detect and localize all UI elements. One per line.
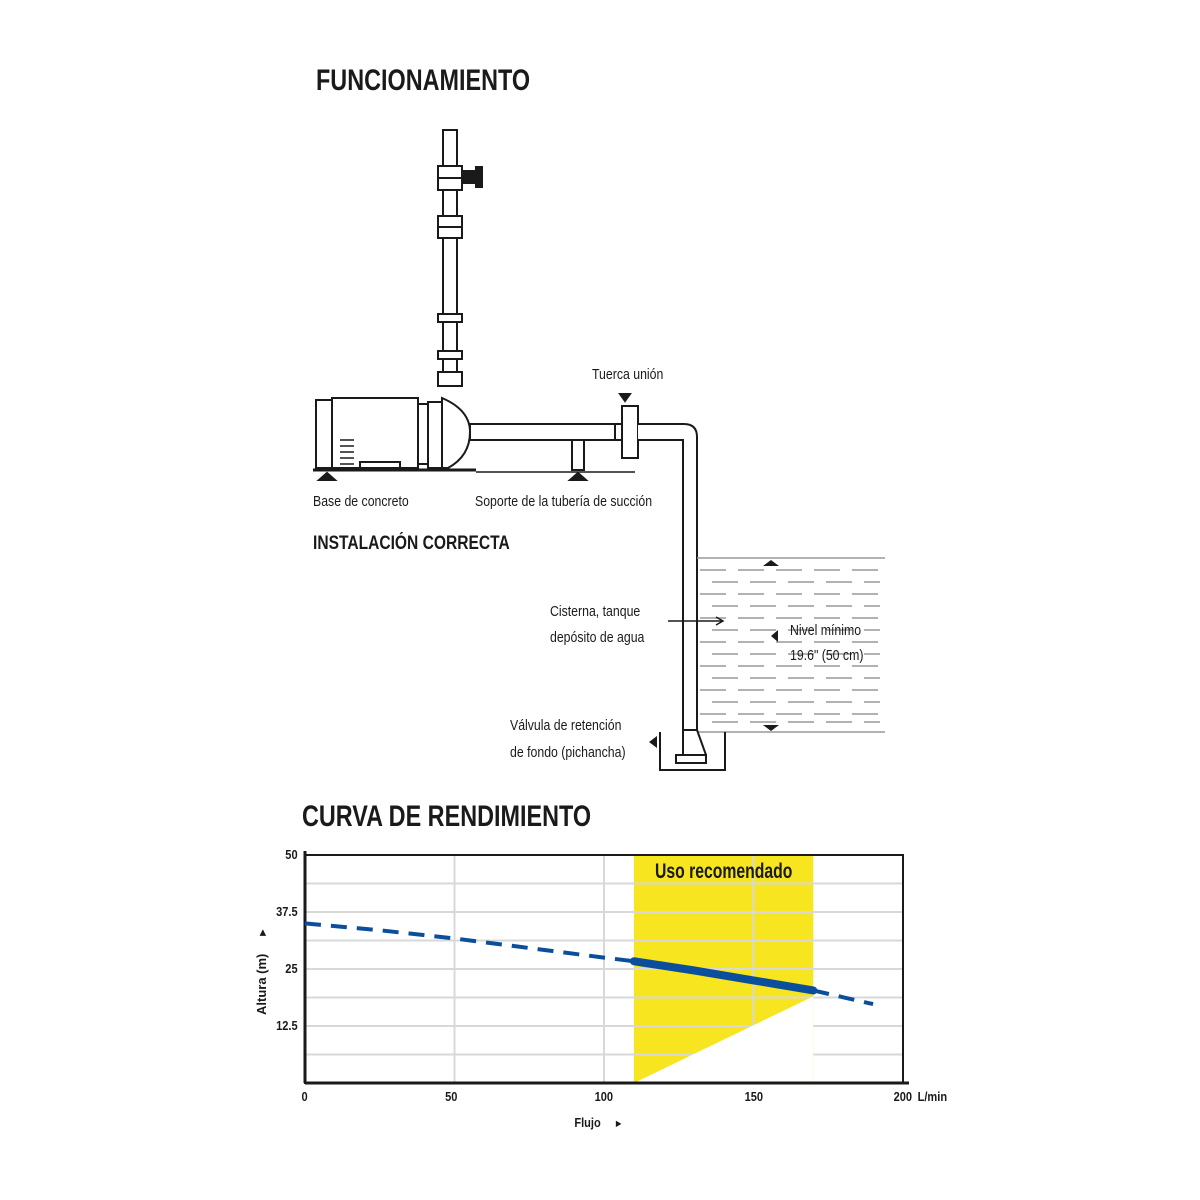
x-axis-label-text: Flujo bbox=[574, 1115, 601, 1130]
series-curve-recommended bbox=[629, 957, 818, 995]
x-unit-label: L/min bbox=[917, 1089, 948, 1104]
y-axis-label-text: Altura (m) bbox=[254, 953, 269, 1015]
label-union-nut: Tuerca unión bbox=[592, 366, 664, 383]
water-tank bbox=[697, 557, 885, 733]
label-foot-valve-2: de fondo (pichancha) bbox=[510, 744, 626, 761]
x-tick-label: 0 bbox=[301, 1089, 308, 1104]
x-tick-label: 50 bbox=[444, 1089, 457, 1104]
zone-cutout bbox=[633, 996, 814, 1083]
y-tick-label: 25 bbox=[285, 961, 298, 976]
label-min-level-2: 19.6" (50 cm) bbox=[790, 647, 864, 664]
chart-title: CURVA DE RENDIMIENTO bbox=[302, 800, 592, 833]
discharge-pipe bbox=[437, 129, 483, 387]
x-tick-label: 100 bbox=[594, 1089, 614, 1104]
label-concrete-base: Base de concreto bbox=[313, 493, 409, 510]
x-axis-arrow-icon: ► bbox=[613, 1118, 624, 1130]
foot-valve bbox=[649, 729, 726, 771]
diagram-subtitle: INSTALACIÓN CORRECTA bbox=[313, 533, 510, 554]
cistern-arrow bbox=[668, 616, 725, 626]
series-curve-extrapolated bbox=[304, 921, 635, 964]
label-cistern-2: depósito de agua bbox=[550, 629, 645, 646]
installation-diagram bbox=[313, 129, 885, 771]
series-curve-extrapolated-high bbox=[812, 988, 874, 1007]
y-axis-label: Altura (m) ► bbox=[254, 927, 269, 1015]
y-tick-label: 37.5 bbox=[276, 904, 298, 919]
label-min-level-1: Nivel mínimo bbox=[790, 622, 862, 639]
x-tick-label: 150 bbox=[744, 1089, 763, 1104]
label-cistern-1: Cisterna, tanque bbox=[550, 603, 641, 620]
ground-base bbox=[313, 393, 635, 481]
pump-motor bbox=[315, 396, 472, 469]
label-suction-support: Soporte de la tubería de succión bbox=[475, 493, 653, 510]
y-axis-arrow-icon: ► bbox=[257, 927, 269, 938]
y-tick-label: 12.5 bbox=[276, 1018, 298, 1033]
label-foot-valve-1: Válvula de retención bbox=[510, 717, 622, 734]
x-axis-label: Flujo ► bbox=[574, 1115, 623, 1130]
diagram-title: FUNCIONAMIENTO bbox=[316, 64, 531, 97]
recommended-zone-label: Uso recomendado bbox=[655, 860, 793, 883]
x-tick-label: 200 bbox=[893, 1089, 913, 1104]
y-tick-label: 50 bbox=[285, 847, 298, 862]
suction-pipe bbox=[469, 405, 698, 731]
